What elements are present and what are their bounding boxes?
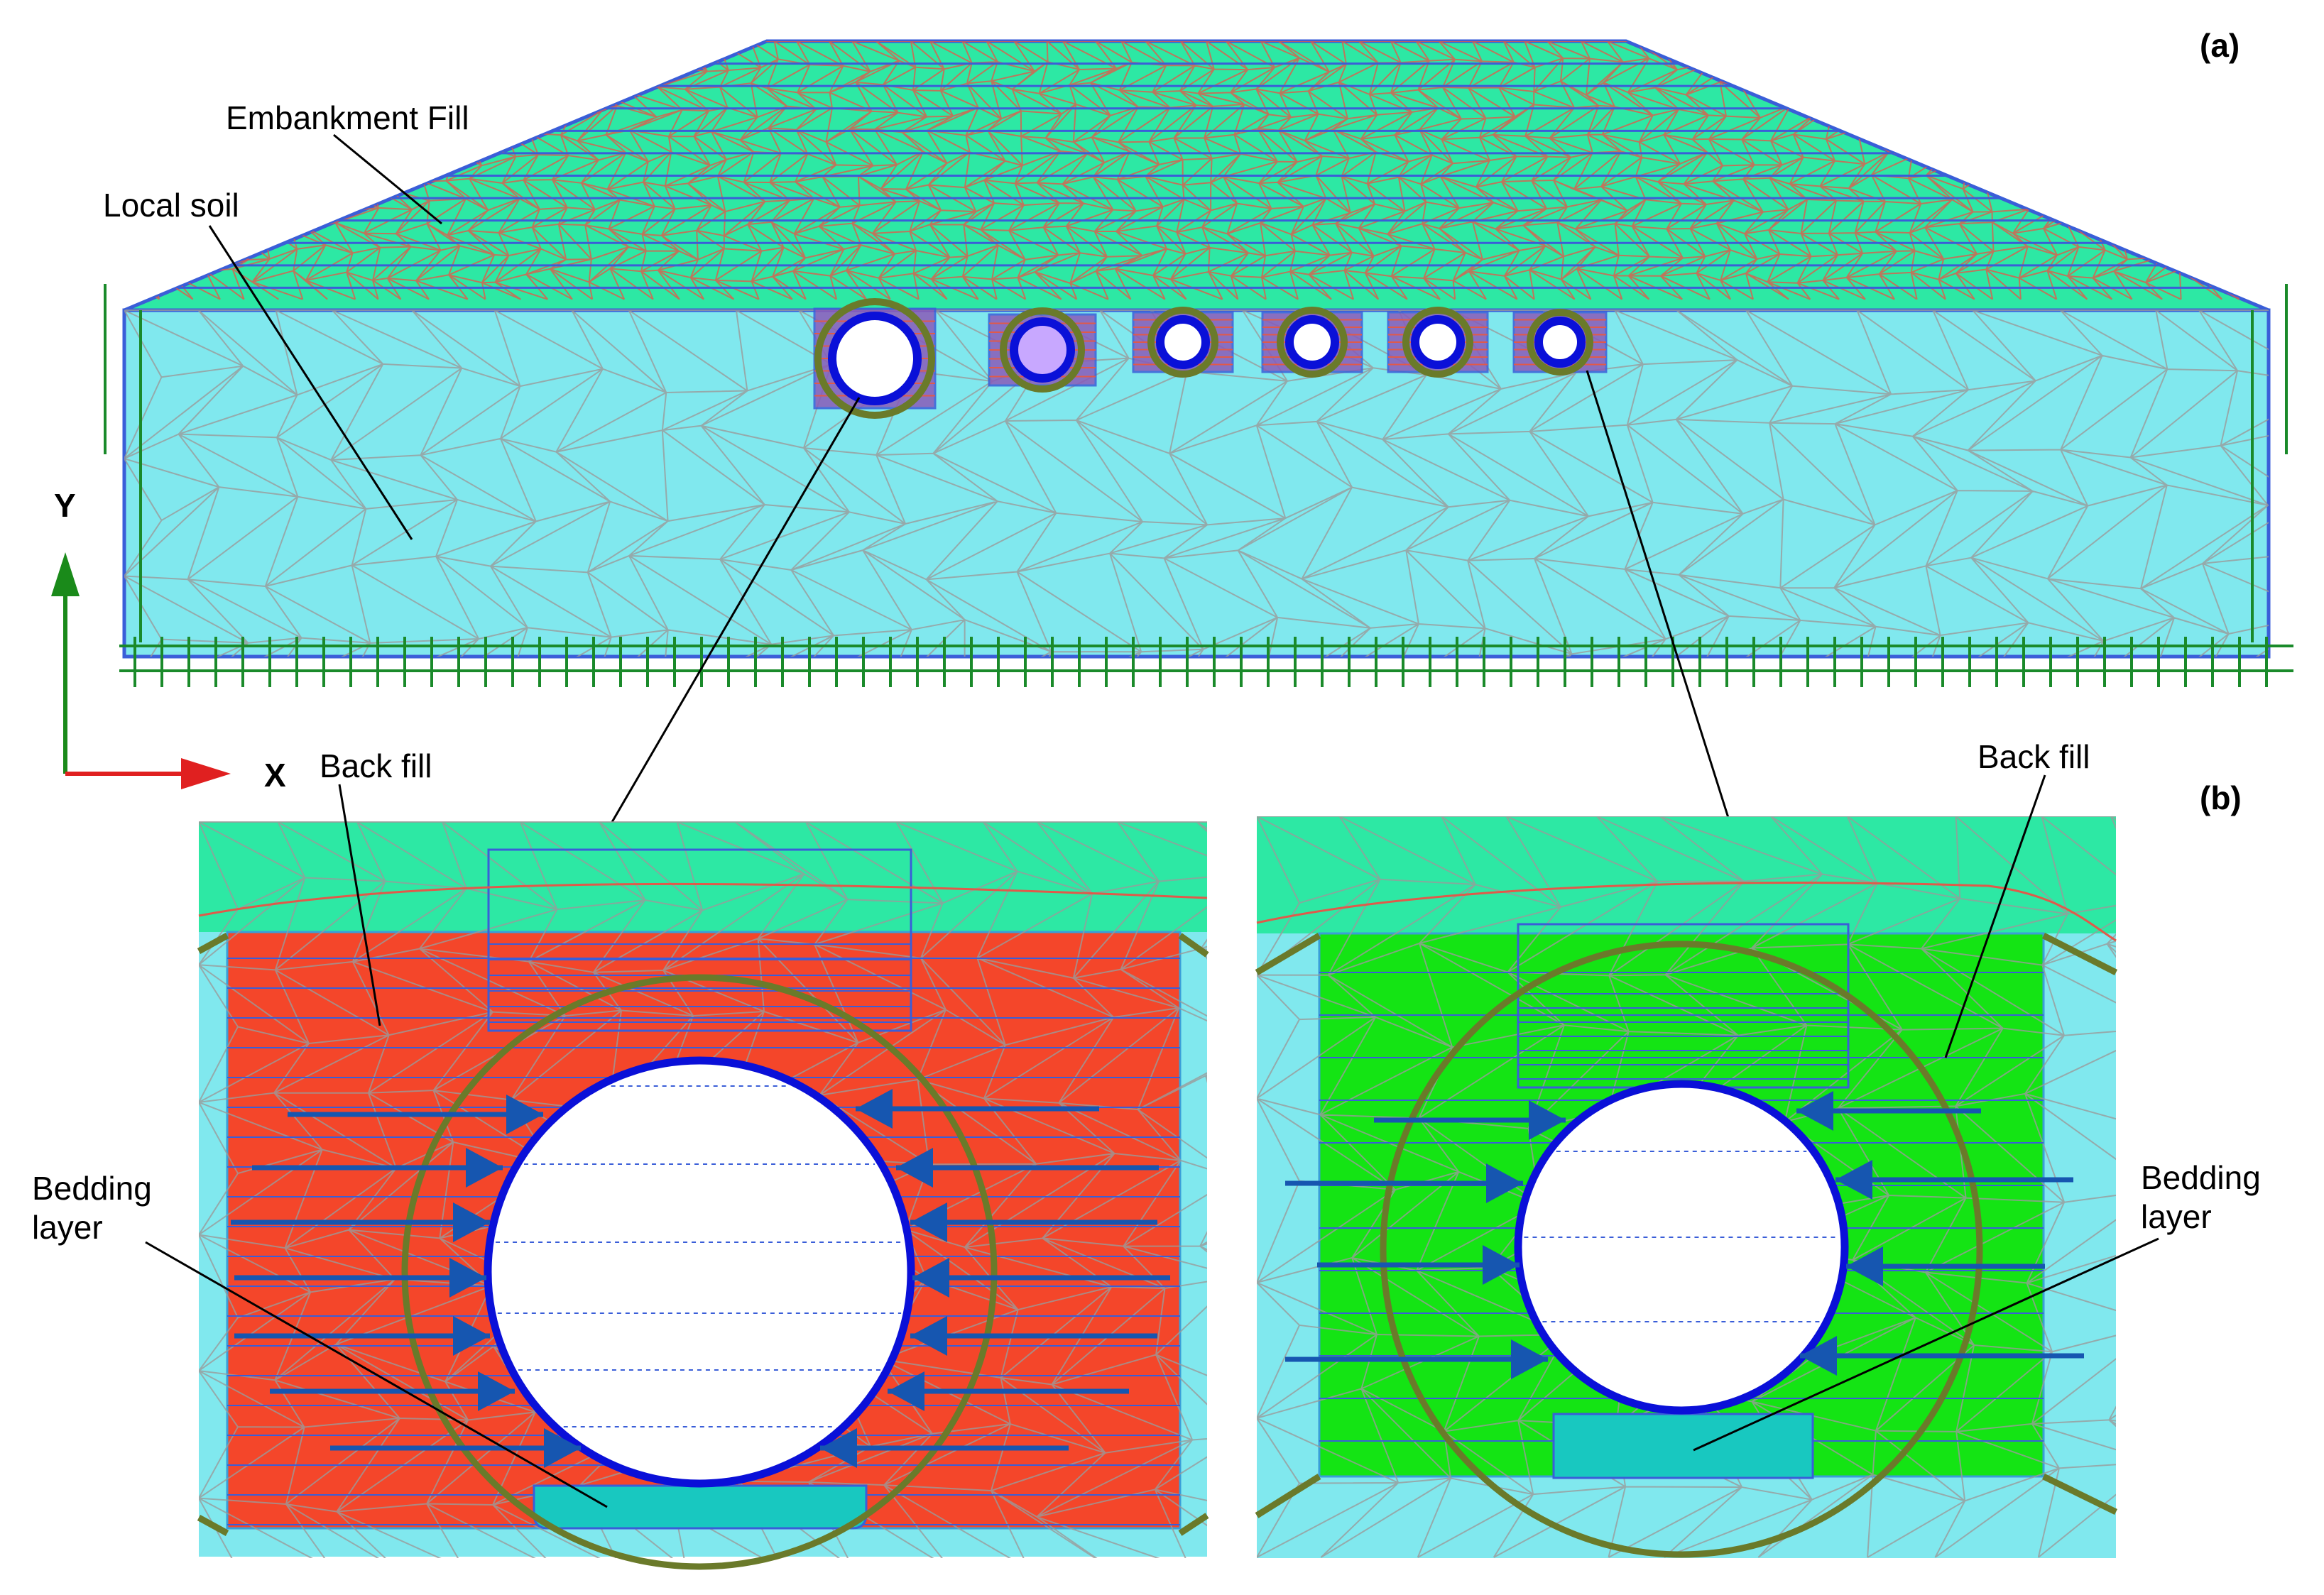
- boundary-fixities: [104, 284, 2293, 687]
- detail-view-right: (b) Back fill Bedding layer: [1255, 738, 2261, 1558]
- top-fill-region-right: [1257, 816, 2116, 933]
- culvert-1: [813, 298, 937, 419]
- detail-leader-right: [1586, 370, 1730, 821]
- culvert-4: [1261, 307, 1363, 378]
- back-fill-label-left: Back fill: [320, 747, 432, 784]
- pipe-left: [484, 1056, 915, 1488]
- culvert-5: [1387, 307, 1489, 378]
- culvert-group: [813, 298, 1608, 419]
- detail-view-left: Back fill Bedding layer: [32, 747, 1209, 1570]
- earth-pressure-arrows-right: [1285, 1091, 2084, 1379]
- local-soil-leader: [208, 225, 413, 540]
- interface-ring-left: [401, 974, 998, 1570]
- pipe-right: [1514, 1080, 1849, 1415]
- bedding-label-right-1: Bedding: [2141, 1159, 2261, 1196]
- bedding-layer-right: [1552, 1413, 1814, 1479]
- back-fill-label-right: Back fill: [1977, 738, 2090, 775]
- bedding-label-left-1: Bedding: [32, 1170, 152, 1207]
- bedding-leader-right: [1693, 1237, 2159, 1452]
- x-axis-arrow-icon: [181, 758, 231, 789]
- coordinate-axes: Y X: [51, 487, 286, 794]
- y-axis-label: Y: [54, 487, 76, 524]
- local-soil-label: Local soil: [103, 187, 239, 224]
- interface-ring-right: [1380, 941, 1983, 1558]
- culvert-6: [1512, 309, 1608, 376]
- earth-pressure-arrows-left: [231, 1089, 1170, 1468]
- culvert-3: [1132, 307, 1234, 378]
- panel-label-a: (a): [2200, 27, 2240, 64]
- global-model-panel: (a) Embankment Fill Local soil: [103, 27, 2293, 687]
- panel-label-b: (b): [2200, 779, 2242, 816]
- detail-leader-left: [611, 397, 861, 823]
- embankment-fill-leader: [333, 133, 442, 225]
- embankment-layer-lines: [178, 62, 2215, 289]
- embankment-fill-label: Embankment Fill: [226, 99, 469, 136]
- top-fill-region: [199, 822, 1207, 932]
- bedding-label-right-2: layer: [2141, 1198, 2212, 1235]
- x-axis-label: X: [264, 757, 286, 794]
- bedding-label-left-2: layer: [32, 1209, 103, 1246]
- back-fill-leader-right: [1944, 774, 2046, 1058]
- bedding-layer-left: [533, 1484, 868, 1530]
- culvert-2: [988, 307, 1097, 393]
- y-axis-arrow-icon: [51, 552, 80, 596]
- back-fill-leader-left: [338, 784, 381, 1026]
- bedding-leader-left: [145, 1241, 608, 1508]
